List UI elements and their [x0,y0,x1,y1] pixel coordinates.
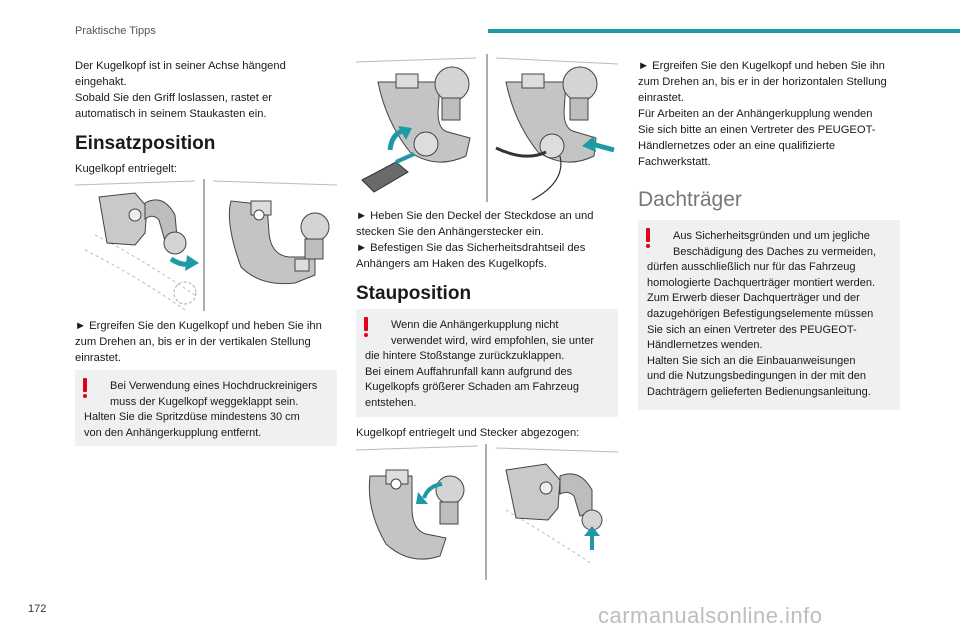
warning-line: Zum Erwerb dieser Dachquerträger und der [647,292,860,305]
warning-line: verwendet wird, wird empfohlen, sie unte… [391,334,594,347]
warning-line: die hintere Stoßstange zurückzuklappen. [365,350,565,363]
step-line: Sie sich bitte an einen Vertreter des PE… [638,124,876,136]
warning-line: Händlernetzes wenden. [647,339,763,352]
warning-box: Wenn die Anhängerkupplung nicht verwende… [356,309,618,417]
warning-line: dazugehörigen Befestigungselemente müsse… [647,307,874,320]
intro-line: eingehakt. [75,76,127,88]
watermark: carmanualsonline.info [598,603,823,628]
tow-hitch-illustration-1 [75,179,337,311]
warning-line: Bei Verwendung eines Hochdruckreinigers [110,380,318,392]
step-line: ► Heben Sie den Deckel der Steckdose an … [356,210,594,222]
step-line: stecken Sie den Anhängerstecker ein. [356,226,544,238]
warning-line: Aus Sicherheitsgründen und um jegliche [673,230,870,242]
step-line: einrastet. [638,92,685,104]
warning-line: Kugelkopfs größerer Schaden am Fahrzeug [365,381,580,394]
warning-line: von den Anhängerkupplung entfernt. [84,426,262,439]
page-number: 172 [28,603,47,615]
subtext: Kugelkopf entriegelt: [75,163,177,175]
warning-icon [83,378,89,398]
warning-line: Wenn die Anhängerkupplung nicht [391,319,559,331]
warning-line: Bei einem Auffahrunfall kann aufgrund de… [365,365,573,378]
header-accent-bar [488,29,960,33]
step-line: zum Drehen an, bis er in der vertikalen … [75,336,311,348]
step-line: ► Ergreifen Sie den Kugelkopf und heben … [638,60,885,72]
warning-line: entstehen. [365,396,417,409]
intro-line: automatisch in seinem Staukasten ein. [75,108,267,120]
step-line: Händlernetzes oder an eine qualifizierte [638,140,836,152]
warning-box: Bei Verwendung eines Hochdruckreinigers … [75,370,337,446]
heading-einsatzposition: Einsatzposition [75,133,216,154]
step-line: Anhängers am Haken des Kugelkopfs. [356,258,547,270]
warning-line: muss der Kugelkopf weggeklappt sein. [110,395,299,408]
intro-line: Der Kugelkopf ist in seiner Achse hängen… [75,60,286,72]
warning-line: Halten Sie sich an die Einbauanweisungen [647,354,856,367]
warning-line: Halten Sie die Spritzdüse mindestens 30 … [84,411,300,424]
step-line: ► Ergreifen Sie den Kugelkopf und heben … [75,320,322,332]
subtext: Kugelkopf entriegelt und Stecker abgezog… [356,427,580,439]
step-line: ► Befestigen Sie das Sicherheitsdrahtsei… [356,242,586,254]
section-title: Praktische Tipps [75,25,156,37]
warning-icon [364,317,370,337]
warning-line: Dachträgern gelieferten Bedienungsanleit… [647,385,871,398]
tow-hitch-plug-illustration [356,54,618,202]
step-line: Für Arbeiten an der Anhängerkupplung wen… [638,108,873,120]
intro-line: Sobald Sie den Griff loslassen, rastet e… [75,92,272,104]
heading-stauposition: Stauposition [356,283,472,304]
warning-box: Aus Sicherheitsgründen und um jegliche B… [638,220,900,410]
warning-line: Sie sich an einen Vertreter des PEUGEOT- [647,323,857,336]
step-line: einrastet. [75,352,122,364]
step-line: Fachwerkstatt. [638,156,711,168]
warning-line: und die Nutzungsbedingungen in der mit d… [647,370,866,383]
warning-line: homologierte Dachquerträger montiert wer… [647,276,876,289]
step-line: zum Drehen an, bis er in der horizontale… [638,76,887,88]
tow-hitch-stow-illustration [356,444,618,580]
heading-dachtraeger: Dachträger [638,188,742,211]
warning-line: dürfen ausschließlich nur für das Fahrze… [647,261,856,274]
warning-icon [646,228,652,248]
warning-line: Beschädigung des Daches zu vermeiden, [673,245,877,258]
